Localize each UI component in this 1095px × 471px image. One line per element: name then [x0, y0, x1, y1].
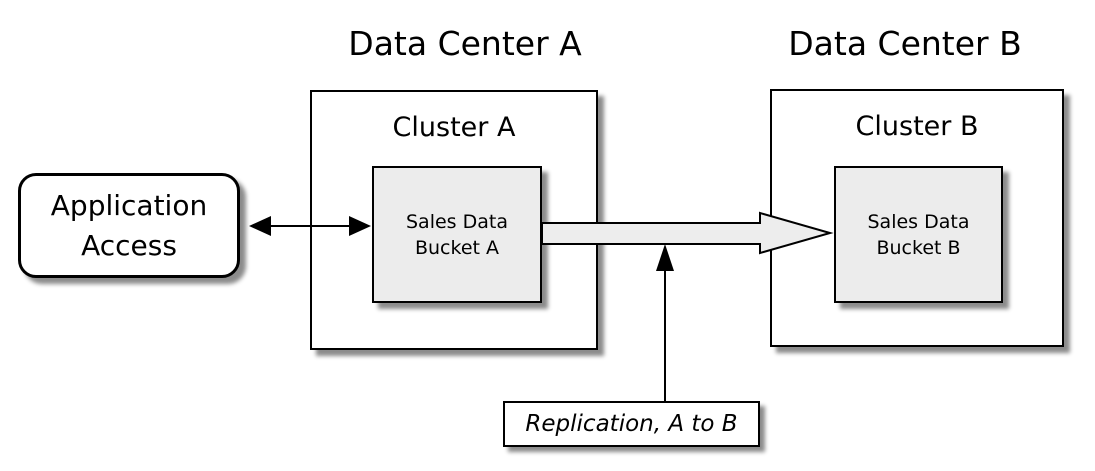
application-access-label-line1: Application: [50, 188, 208, 222]
bucket-a-label-line2: Bucket A: [414, 236, 500, 259]
application-access-label-line2: Access: [81, 228, 177, 262]
application-access-box: Application Access: [18, 173, 240, 278]
access-arrow-left-head: [249, 216, 271, 236]
cluster-a-label: Cluster A: [392, 112, 516, 143]
replication-label-box: Replication, A to B: [503, 401, 760, 447]
data-center-a-title: Data Center A: [348, 24, 582, 63]
replication-callout-arrow: [656, 244, 674, 401]
data-center-b-title: Data Center B: [788, 24, 1022, 63]
sales-data-bucket-b-box: Sales Data Bucket B: [834, 166, 1003, 303]
sales-data-bucket-a-box: Sales Data Bucket A: [372, 166, 542, 303]
replication-callout-arrow-head: [656, 244, 674, 271]
bucket-b-label-line1: Sales Data: [867, 210, 970, 233]
bucket-a-label-line1: Sales Data: [406, 210, 508, 233]
cluster-b-label: Cluster B: [855, 111, 979, 142]
bucket-b-label-line2: Bucket B: [876, 236, 961, 259]
replication-label: Replication, A to B: [525, 411, 738, 437]
